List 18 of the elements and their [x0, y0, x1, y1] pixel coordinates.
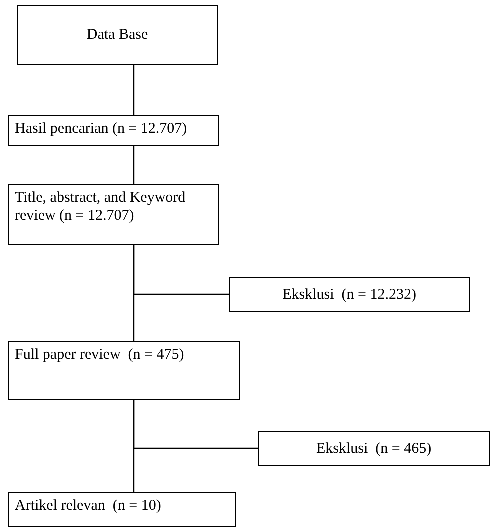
box-text: Data Base	[86, 26, 148, 44]
process-box	[17, 5, 218, 65]
box-text: Artikel relevan (n = 10)	[15, 498, 162, 514]
process-box	[8, 115, 219, 146]
box-text: Hasil pencarian (n = 12.707)	[15, 121, 188, 137]
connector-line	[133, 146, 135, 184]
connector-line	[133, 65, 135, 115]
box-text: Eksklusi (n = 12.232)	[282, 286, 416, 304]
box-text: Eksklusi (n = 465)	[316, 440, 432, 458]
process-box	[8, 492, 236, 527]
process-box	[8, 184, 219, 245]
process-box	[229, 277, 470, 312]
process-box	[258, 431, 490, 466]
box-text: Title, abstract, and Keyword review (n = 12.707)	[15, 190, 187, 224]
box-text: Full paper review (n = 475)	[15, 347, 184, 363]
connector-line	[133, 245, 229, 296]
connector-line	[133, 400, 258, 450]
process-box	[8, 341, 240, 400]
